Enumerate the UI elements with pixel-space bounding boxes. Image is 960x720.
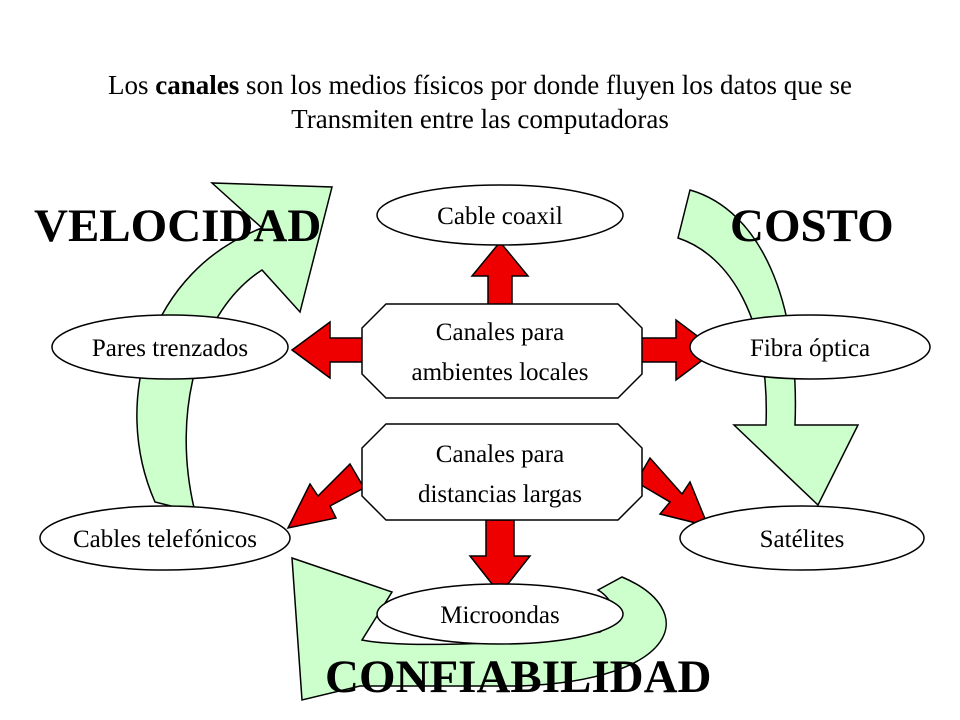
node-cables-telefonicos: Cables telefónicos [39, 505, 291, 571]
node-pares-trenzados: Pares trenzados [51, 314, 289, 380]
hub-local-line2: ambientes locales [411, 359, 588, 386]
intro-text: Los canales son los medios físicos por d… [0, 68, 960, 136]
hub-local: Canales para ambientes locales [361, 303, 643, 399]
node-fibra-optica: Fibra óptica [689, 314, 931, 380]
arrow-to-cables-telefonicos [286, 462, 366, 530]
node-cable-coaxil: Cable coaxil [376, 184, 624, 246]
node-cables-telefonicos-label: Cables telefónicos [73, 526, 257, 553]
hub-local-line1: Canales para [436, 319, 564, 346]
confiabilidad-label: CONFIABILIDAD [325, 651, 712, 703]
arrow-to-pares-trenzados [290, 320, 363, 380]
velocidad-cycle-arrow [136, 182, 333, 514]
arrow-to-satelites [634, 456, 710, 528]
hub-long-line2: distancias largas [418, 481, 582, 508]
costo-label: COSTO [730, 200, 894, 252]
node-microondas: Microondas [376, 583, 624, 645]
intro-highlight: canales [155, 70, 240, 100]
intro-rest: son los medios físicos por donde fluyen … [239, 70, 852, 100]
arrow-to-fibra-optica [639, 318, 718, 382]
node-cable-coaxil-label: Cable coaxil [437, 203, 563, 230]
intro-line-2: Transmiten entre las computadoras [291, 104, 669, 134]
node-satelites: Satélites [679, 505, 925, 571]
intro-line-1: Los canales son los medios físicos por d… [0, 68, 960, 102]
intro-prefix: Los [108, 70, 156, 100]
hub-long-line1: Canales para [436, 441, 564, 468]
node-microondas-label: Microondas [440, 602, 559, 629]
node-fibra-optica-label: Fibra óptica [750, 335, 870, 362]
arrow-to-microondas [468, 519, 532, 596]
arrow-to-cable-coaxil [470, 240, 530, 313]
hub-long: Canales para distancias largas [361, 423, 643, 521]
velocidad-label: VELOCIDAD [34, 200, 321, 252]
node-satelites-label: Satélites [760, 526, 845, 553]
node-pares-trenzados-label: Pares trenzados [92, 335, 248, 362]
